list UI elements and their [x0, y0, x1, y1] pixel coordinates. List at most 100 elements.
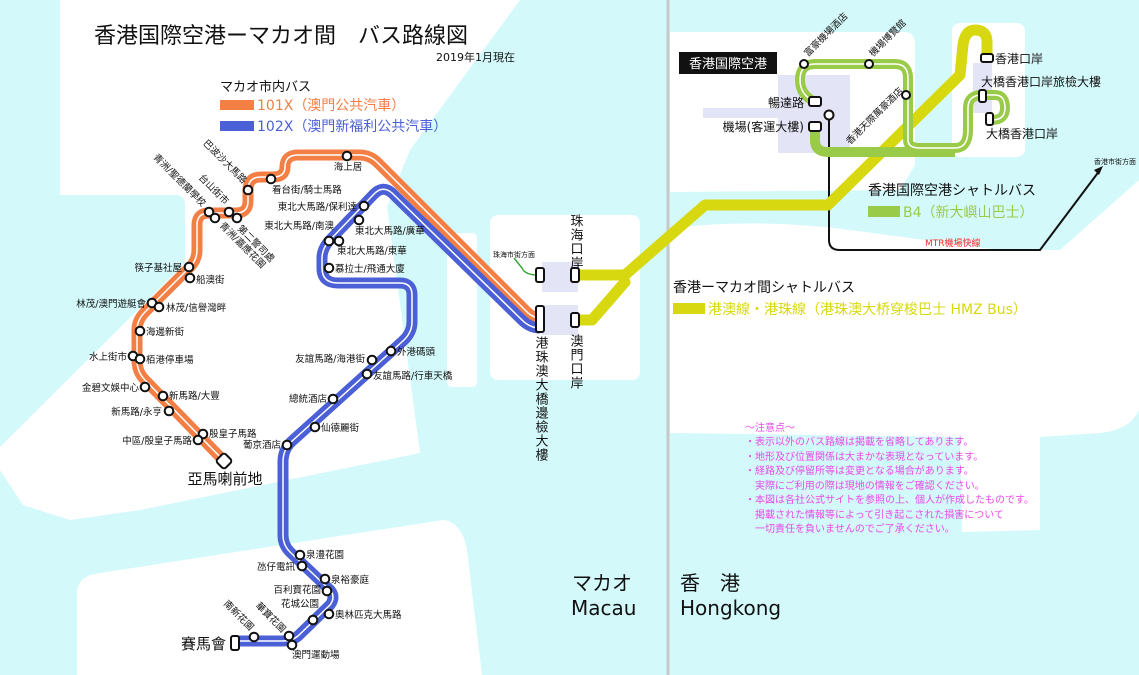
r101x-stop-label: 筷子基社屋	[134, 262, 182, 274]
r101x-stop[interactable]	[265, 173, 277, 185]
r101x-stop[interactable]	[134, 325, 146, 337]
r101x-stop[interactable]	[231, 212, 243, 224]
r102x-stop[interactable]	[323, 235, 335, 247]
r101x-stop[interactable]	[183, 261, 195, 273]
r102x-stop[interactable]	[281, 439, 293, 451]
r102x-stop[interactable]	[283, 630, 295, 642]
r101x-stop-label: 海上居	[334, 161, 363, 173]
stop-hk-port-bus[interactable]	[985, 112, 994, 126]
stop-zhuhai-port[interactable]	[570, 267, 580, 283]
r101x-stop[interactable]	[341, 150, 353, 162]
notes-line: 実際にご利用の際は現地の情報をご確認ください。	[745, 479, 985, 492]
r102x-stop[interactable]	[286, 639, 298, 651]
label-zhuhai-city: 珠海市街方面	[493, 250, 535, 259]
r102x-stop[interactable]	[327, 393, 339, 405]
r102x-stop[interactable]	[307, 614, 319, 626]
stop-macau-port[interactable]	[570, 312, 580, 328]
stop-asiaworld-expo[interactable]	[864, 59, 874, 69]
r102x-stop[interactable]	[358, 200, 370, 212]
stops-102x: 東北大馬路/保利達東北大馬路/廣華東北大馬路/南澳東北大馬路/東華慕拉士/飛通大…	[221, 200, 453, 661]
r102x-stop[interactable]	[319, 573, 331, 585]
r101x-stop[interactable]	[157, 390, 169, 402]
r102x-stop[interactable]	[294, 549, 306, 561]
land-taipa-cotai	[77, 520, 482, 675]
r102x-stop[interactable]	[248, 631, 260, 643]
legend-label-101x: 101X（澳門公共汽車）	[257, 97, 405, 114]
r101x-stop-label: 水上街市	[89, 351, 128, 363]
region-macau-en: Macau	[571, 596, 636, 620]
notes-heading: ～注意点～	[745, 421, 795, 434]
r101x-stop-label: 看台街/騎士馬路	[272, 184, 342, 196]
r102x-stop-label: 泉澧花園	[306, 549, 344, 561]
r101x-stop[interactable]	[153, 301, 165, 313]
r101x-stop-label: 新馬路/永亨	[111, 406, 162, 418]
r102x-stop-label: 花城公園	[281, 598, 319, 610]
hzm-label: 港澳線・港珠線（港珠澳大桥穿梭巴士 HMZ Bus）	[708, 301, 1027, 318]
hzm-heading: 香港ーマカオ間シャトルバス	[673, 280, 855, 296]
stop-zhuhai-city[interactable]	[535, 267, 545, 283]
arrow-icon	[1094, 166, 1103, 175]
mtr-airport-station[interactable]	[823, 109, 835, 121]
notes-line: 掲載された情報等によって引き起こされた損害について	[745, 508, 1004, 521]
r101x-stop-label: 林茂/澳門遊艇會	[76, 298, 146, 310]
terminal-amaral[interactable]	[215, 452, 233, 470]
r102x-stop[interactable]	[361, 368, 373, 380]
r101x-stop-label: 林茂/信譽灣畔	[166, 302, 227, 314]
label-mtr-airport-express: MTR機場快線	[925, 237, 981, 249]
r101x-stop[interactable]	[242, 184, 254, 196]
r102x-stop[interactable]	[296, 560, 308, 572]
region-macau-ja: マカオ	[572, 571, 632, 595]
r102x-stop-label: 氹仔電訊	[257, 561, 296, 573]
route-b4	[795, 59, 1010, 157]
terminal-jockey-club[interactable]	[230, 635, 240, 651]
r102x-stop-label: 總統酒店	[289, 393, 327, 405]
r101x-stop[interactable]	[223, 206, 235, 218]
stop-regal-airport-hotel[interactable]	[799, 59, 809, 69]
r102x-stop[interactable]	[385, 345, 397, 357]
region-hk-ja: 香 港	[680, 571, 740, 595]
stop-hk-port[interactable]	[980, 53, 994, 63]
r101x-stop[interactable]	[192, 434, 204, 446]
r101x-stop[interactable]	[163, 405, 175, 417]
r102x-stop[interactable]	[333, 235, 345, 247]
r102x-stop[interactable]	[323, 262, 335, 274]
r102x-stop-label: 泉裕豪庭	[331, 574, 370, 586]
r101x-stop-label: 栢港停車場	[146, 354, 194, 366]
r102x-stop[interactable]	[366, 354, 378, 366]
notes-line: 一切責任を負いませんのでご了承ください。	[745, 522, 955, 535]
r101x-stop-label: 新馬路/大豐	[169, 390, 220, 402]
r102x-stop-label: 百利寶花園	[273, 584, 321, 596]
stop-hk-port-building[interactable]	[978, 89, 987, 103]
terminal-label-jockey-club: 賽馬會	[181, 635, 226, 653]
notes: ～注意点～ ・表示以外のバス路線は掲載を省略してあります。 ・地形及び位置関係は…	[745, 421, 1034, 535]
r102x-stop-label: 澳門運動場	[292, 649, 340, 661]
airport-label: 香港国際空港	[689, 57, 767, 72]
r101x-stop[interactable]	[134, 353, 146, 365]
label-hk-city: 香港市街方面	[1094, 157, 1136, 166]
r102x-stop[interactable]	[353, 214, 365, 226]
stop-skycity-marriott[interactable]	[901, 90, 911, 100]
route-101x	[131, 149, 541, 466]
r101x-stop-label: 海邊新街	[146, 326, 185, 338]
r102x-stop[interactable]	[321, 585, 333, 597]
stop-hzmb-building[interactable]	[535, 305, 545, 333]
hzm-swatch	[673, 303, 705, 314]
r101x-stop-label: 中區/殷皇子馬路	[122, 435, 192, 447]
b4-heading: 香港国際空港シャトルバス	[868, 183, 1036, 199]
r102x-stop[interactable]	[323, 608, 335, 620]
r102x-stop-label: 慕拉士/飛通大廈	[335, 263, 405, 275]
land-macau-peninsula	[0, 0, 520, 520]
r102x-stop-label: 友誼馬路/行車天橋	[373, 370, 453, 382]
r101x-stop[interactable]	[184, 272, 196, 284]
r101x-stop[interactable]	[139, 381, 151, 393]
r102x-stop-label: 東北大馬路/南澳	[264, 220, 334, 232]
r101x-stop[interactable]	[209, 212, 221, 224]
r102x-stop[interactable]	[309, 421, 321, 433]
b4-swatch	[868, 206, 900, 217]
stop-airport-terminal[interactable]	[808, 121, 822, 132]
r101x-stop-label: 金碧文娛中心	[82, 382, 140, 394]
stop-cheong-tat-road[interactable]	[808, 96, 822, 107]
r101x-stop[interactable]	[203, 206, 215, 218]
